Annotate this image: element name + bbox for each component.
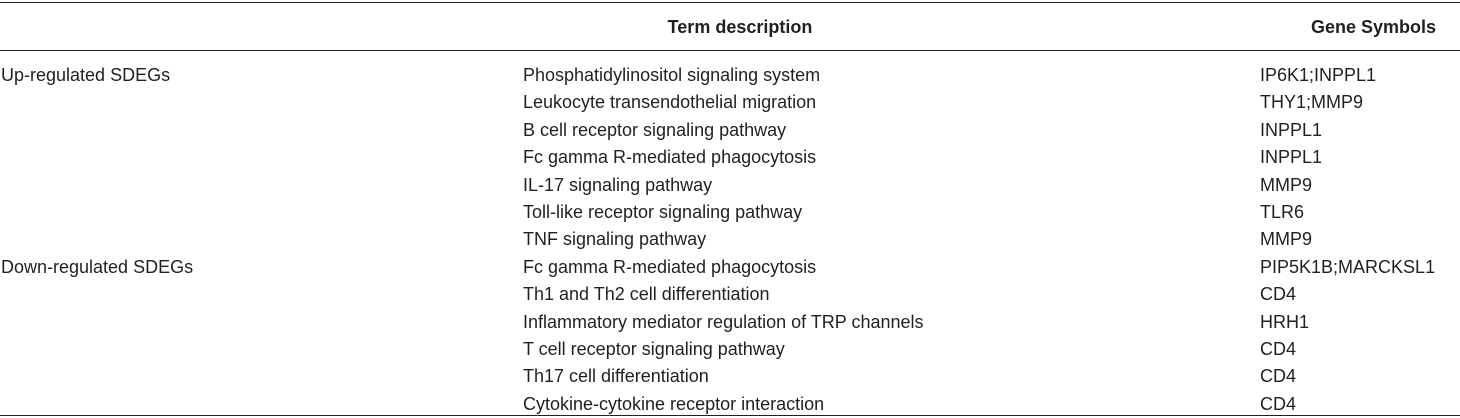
- row-gene-symbols: INPPL1: [1260, 119, 1323, 140]
- row-term-description: IL-17 signaling pathway: [523, 174, 713, 195]
- table-row: Inflammatory mediator regulation of TRP …: [0, 309, 1460, 336]
- row-group-label: Up-regulated SDEGs: [1, 65, 171, 85]
- table-row: Down-regulated SDEGs Fc gamma R-mediated …: [0, 254, 1460, 281]
- row-gene-symbols: PIP5K1B;MARCKSL1: [1260, 256, 1436, 277]
- row-gene-symbols: CD4: [1260, 366, 1297, 387]
- row-term-description: Th1 and Th2 cell differentiation: [523, 284, 770, 305]
- row-term-description: B cell receptor signaling pathway: [523, 119, 787, 140]
- row-term-description: Fc gamma R-mediated phagocytosis: [523, 256, 817, 277]
- row-gene-symbols: TLR6: [1260, 201, 1305, 222]
- row-gene-symbols: INPPL1: [1260, 147, 1323, 168]
- table-row: Th1 and Th2 cell differentiation CD4: [0, 281, 1460, 308]
- table-row: Cytokine-cytokine receptor interaction CD…: [0, 391, 1460, 418]
- table-top-rule: [0, 2, 1460, 3]
- row-term-description: Toll-like receptor signaling pathway: [523, 201, 803, 222]
- column-header-term-description: Term description: [667, 17, 813, 37]
- row-gene-symbols: CD4: [1260, 284, 1297, 305]
- row-gene-symbols: MMP9: [1260, 229, 1313, 250]
- row-gene-symbols: HRH1: [1260, 311, 1310, 332]
- row-term-description: Cytokine-cytokine receptor interaction: [523, 393, 825, 414]
- row-gene-symbols: THY1;MMP9: [1260, 92, 1364, 113]
- table-body: Up-regulated SDEGs Phosphatidylinositol s…: [0, 62, 1460, 418]
- row-term-description: Leukocyte transendothelial migration: [523, 92, 817, 113]
- table-row: Leukocyte transendothelial migration THY1…: [0, 89, 1460, 116]
- table-row: TNF signaling pathway MMP9: [0, 226, 1460, 253]
- row-gene-symbols: CD4: [1260, 338, 1297, 359]
- row-term-description: Inflammatory mediator regulation of TRP …: [523, 311, 924, 332]
- row-term-description: TNF signaling pathway: [523, 229, 707, 250]
- column-header-gene-symbols: Gene Symbols: [1310, 17, 1436, 37]
- row-gene-symbols: CD4: [1260, 393, 1297, 414]
- row-term-description: Th17 cell differentiation: [523, 366, 709, 387]
- row-gene-symbols: MMP9: [1260, 174, 1313, 195]
- row-term-description: T cell receptor signaling pathway: [523, 338, 785, 359]
- row-term-description: Fc gamma R-mediated phagocytosis: [523, 147, 817, 168]
- table-row: IL-17 signaling pathway MMP9: [0, 172, 1460, 199]
- table-row: T cell receptor signaling pathway CD4: [0, 336, 1460, 363]
- table-row: B cell receptor signaling pathway INPPL1: [0, 117, 1460, 144]
- table-row: Th17 cell differentiation CD4: [0, 363, 1460, 390]
- table-row: Fc gamma R-mediated phagocytosis INPPL1: [0, 144, 1460, 171]
- table-bottom-rule: [0, 415, 1460, 416]
- row-gene-symbols: IP6K1;INPPL1: [1260, 65, 1377, 85]
- table-header-rule: [0, 50, 1460, 51]
- table-row: Toll-like receptor signaling pathway TLR6: [0, 199, 1460, 226]
- row-group-label: Down-regulated SDEGs: [1, 256, 194, 277]
- row-term-description: Phosphatidylinositol signaling system: [523, 65, 821, 85]
- table-row: Up-regulated SDEGs Phosphatidylinositol s…: [0, 62, 1460, 89]
